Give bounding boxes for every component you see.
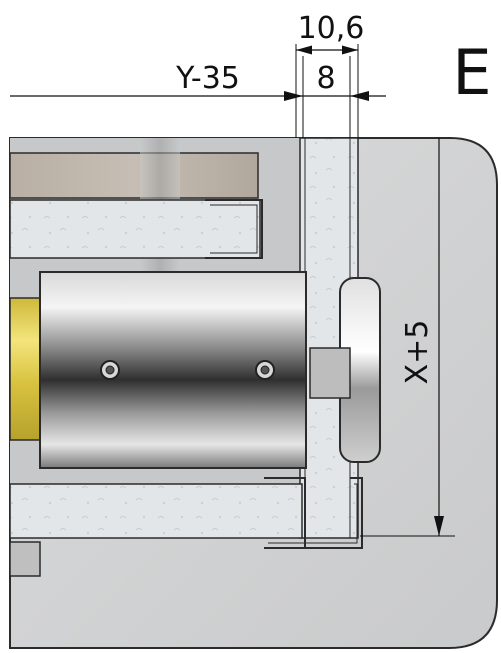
upper-plate bbox=[9, 152, 259, 199]
upper-channel-inner bbox=[210, 204, 258, 254]
screw-icon bbox=[255, 360, 275, 380]
view-label: E bbox=[452, 36, 491, 109]
right-bracket-inner bbox=[268, 483, 358, 544]
upper-insulation bbox=[9, 199, 261, 259]
screw-icon bbox=[100, 360, 120, 380]
arrow-icon bbox=[434, 516, 444, 536]
lower-block bbox=[9, 541, 41, 577]
dim-text-left: Y-35 bbox=[175, 61, 240, 96]
dim-text-vertical: X+5 bbox=[400, 320, 435, 385]
upper-channel bbox=[205, 199, 263, 259]
arrow-icon bbox=[296, 45, 312, 55]
lower-insulation bbox=[9, 483, 303, 539]
right-bracket bbox=[264, 477, 363, 549]
dim-text-top-inner: 8 bbox=[316, 61, 335, 96]
cylinder-hub bbox=[309, 347, 351, 399]
brass-insert bbox=[9, 297, 45, 441]
arrow-icon bbox=[350, 91, 369, 101]
arrow-icon bbox=[284, 91, 303, 101]
dim-text-top-outer: 10,6 bbox=[298, 11, 365, 46]
arrow-icon bbox=[342, 45, 358, 55]
